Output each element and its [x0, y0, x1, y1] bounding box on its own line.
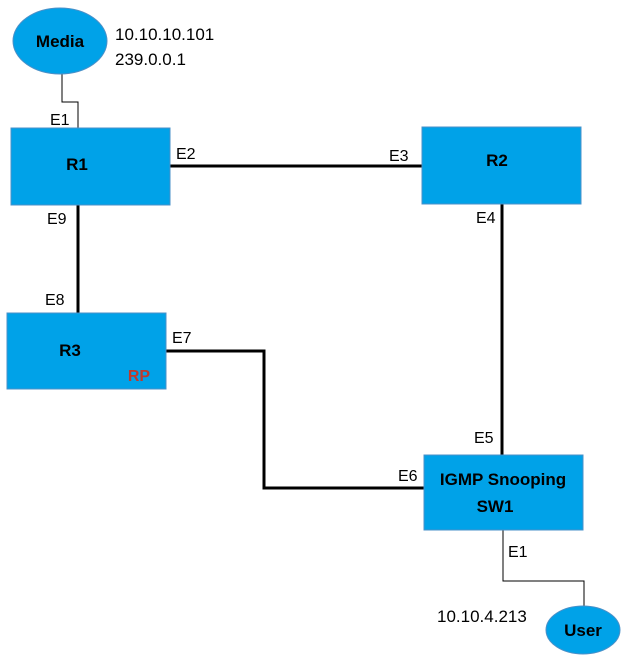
- user-node[interactable]: [545, 605, 621, 655]
- port-label-r1-e2: E2: [176, 146, 196, 163]
- r2-router[interactable]: [421, 126, 582, 205]
- port-label-r2-e3: E3: [389, 148, 409, 165]
- port-label-sw1-e5: E5: [474, 430, 494, 447]
- r3-rp-badge: RP: [128, 368, 151, 385]
- media-label: Media: [36, 32, 85, 51]
- sw1-switch[interactable]: [423, 454, 584, 531]
- r1-router[interactable]: [10, 127, 171, 206]
- port-label-r3-e7: E7: [172, 330, 192, 347]
- media-node[interactable]: [12, 7, 108, 75]
- r1-label: R1: [66, 155, 88, 174]
- sw1-label-line1: IGMP Snooping: [440, 470, 566, 489]
- r2-label: R2: [486, 151, 508, 170]
- sw1-label-line2: SW1: [477, 497, 514, 516]
- port-label-r1-e1: E1: [50, 112, 70, 129]
- port-label-sw1-e6: E6: [398, 468, 418, 485]
- port-label-sw1-e1: E1: [508, 544, 528, 561]
- port-label-r1-e9: E9: [47, 211, 67, 228]
- media-multicast-group: 239.0.0.1: [115, 50, 186, 69]
- link-media-r1: [61, 74, 79, 128]
- user-label: User: [564, 621, 602, 640]
- r3-router[interactable]: [6, 312, 167, 390]
- r3-label: R3: [59, 341, 81, 360]
- port-label-r3-e8: E8: [45, 292, 65, 309]
- link-r3-sw1: [166, 349, 424, 490]
- port-label-r2-e4: E4: [476, 210, 496, 227]
- user-ip-address: 10.10.4.213: [437, 607, 527, 626]
- link-sw1-user: [502, 530, 585, 610]
- media-ip-address: 10.10.10.101: [115, 25, 214, 44]
